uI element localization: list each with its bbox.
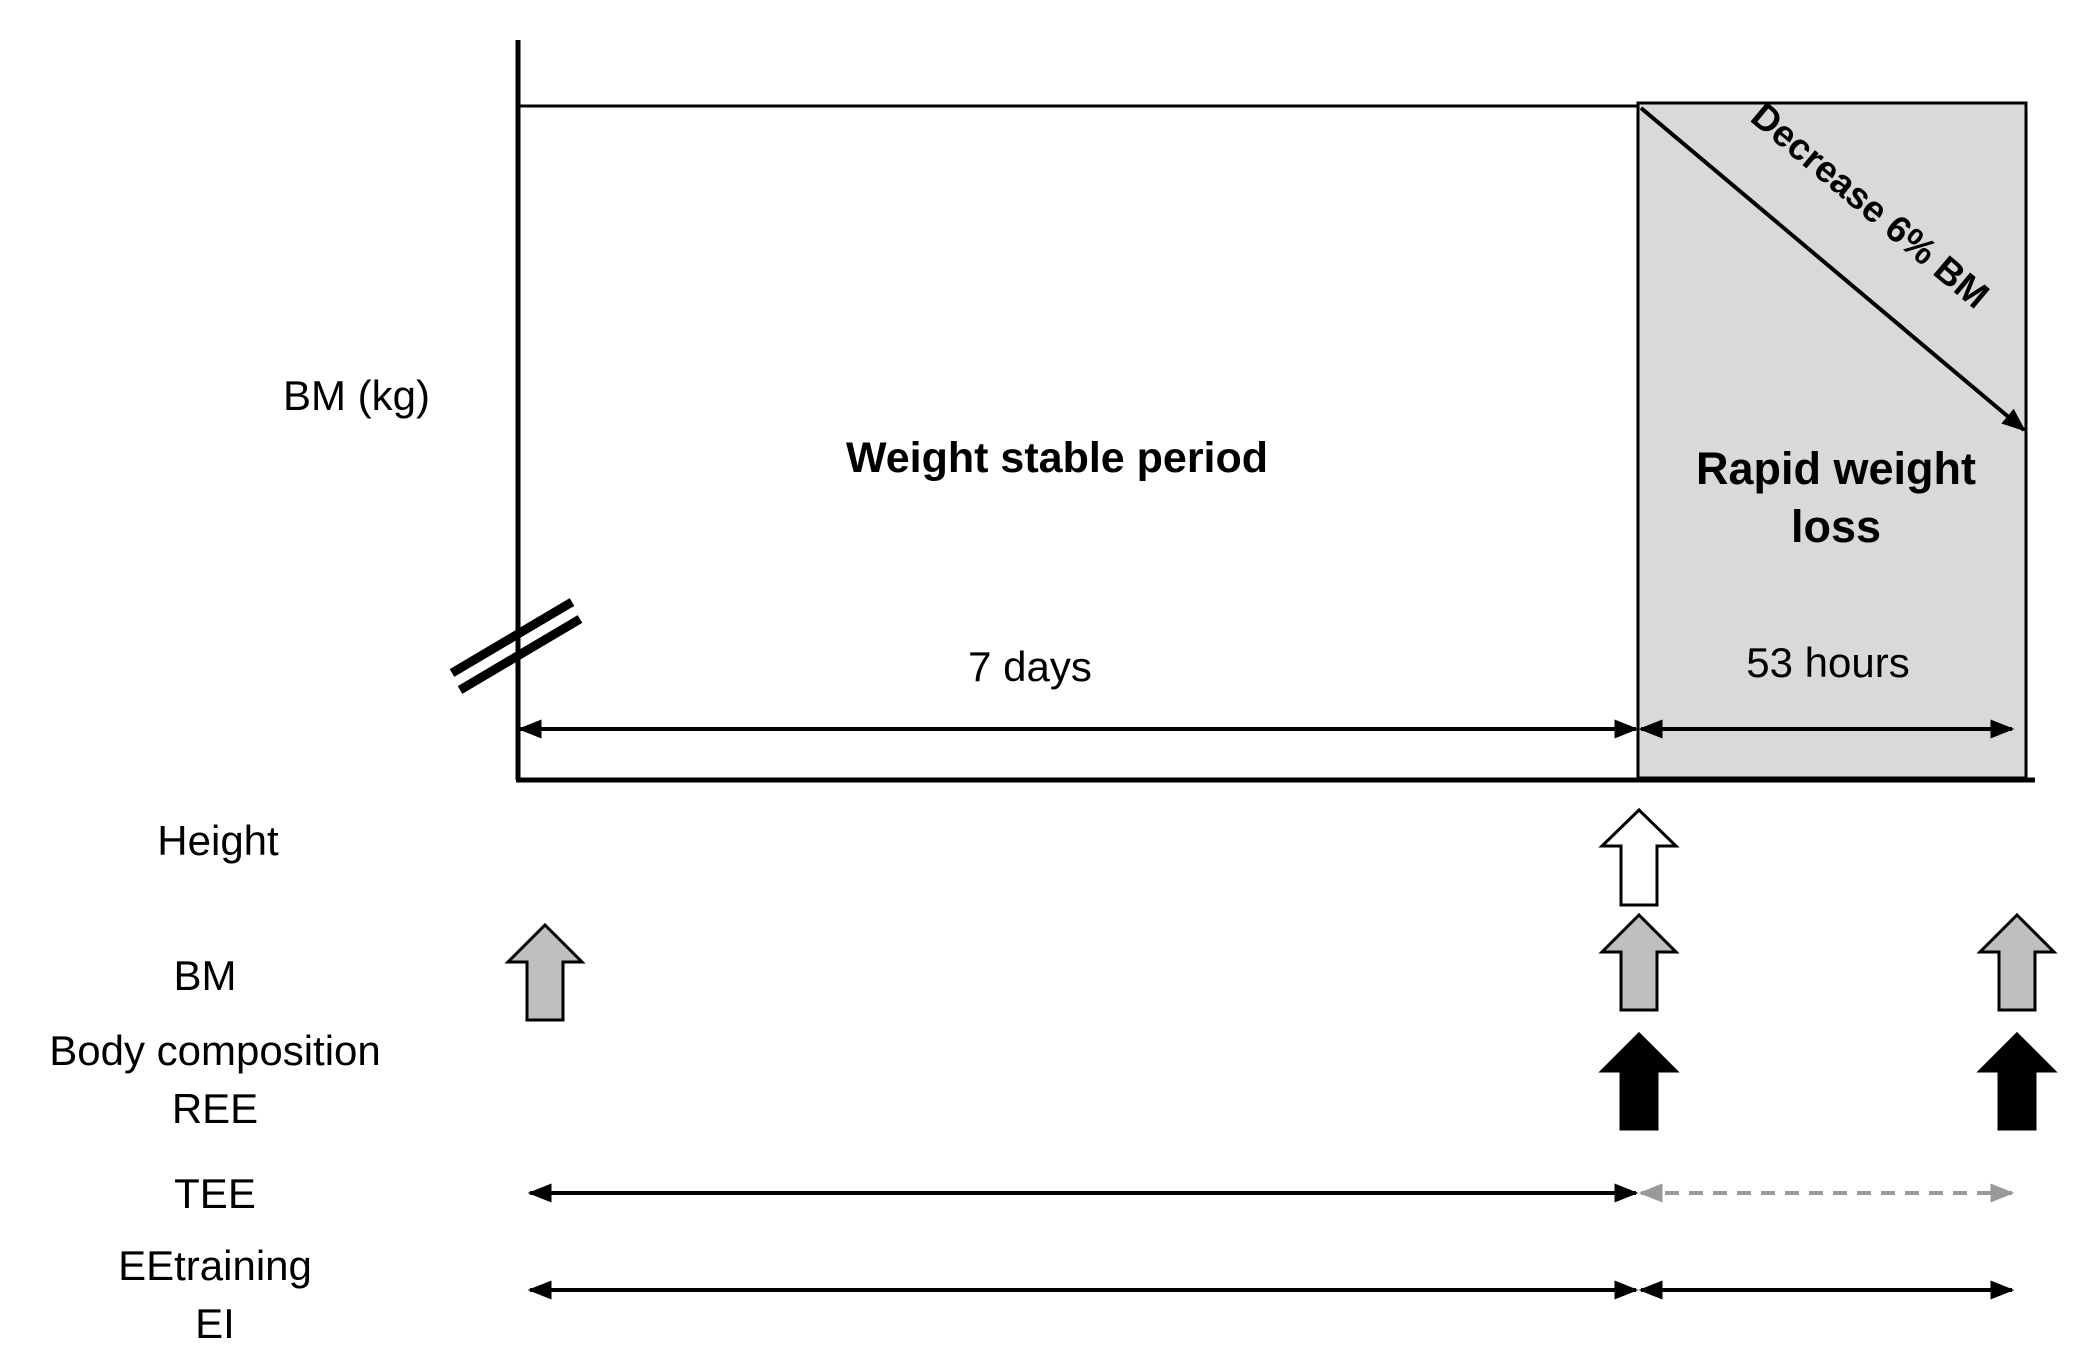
rapid-weight-loss-region [1636,101,2028,780]
stable-duration-label: 7 days [968,643,1092,690]
height-label: Height [157,817,279,864]
composition-measure-arrow-end-icon [1976,1031,2058,1131]
height-measure-arrow-icon [1598,807,1680,907]
rapid-loss-label-line2: loss [1791,501,1881,552]
y-axis-label: BM (kg) [283,372,430,419]
axis-break-icon [449,598,583,694]
bm-measure-arrow-start-icon [504,922,586,1022]
ree-label: REE [172,1085,258,1132]
composition-measure-arrow-mid-icon [1598,1031,1680,1131]
tee-label: TEE [174,1170,256,1217]
body-composition-label: Body composition [49,1027,381,1074]
bm-measure-arrow-end-icon [1976,912,2058,1012]
rapid-duration-label: 53 hours [1746,639,1909,686]
bm-measure-arrow-mid-icon [1598,912,1680,1012]
ei-label: EI [195,1300,235,1347]
eetraining-label: EEtraining [118,1242,312,1289]
bm-label: BM [174,952,237,999]
decrease-arrow [1639,106,2026,432]
rapid-loss-label-line1: Rapid weight [1696,443,1976,494]
stable-period-label: Weight stable period [846,434,1268,482]
